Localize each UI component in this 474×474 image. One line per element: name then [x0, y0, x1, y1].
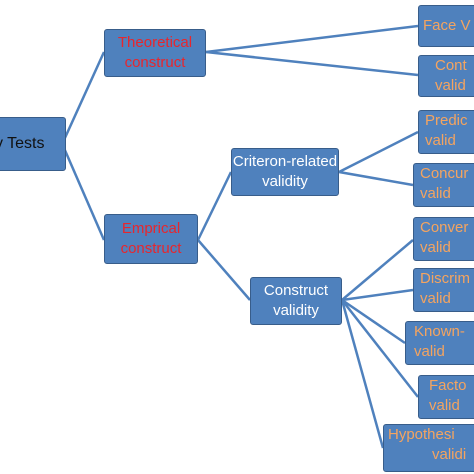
connector-root-emprical [62, 147, 106, 241]
emprical-construct-box: Emprical construct [104, 214, 198, 264]
root-label: y Tests [0, 135, 45, 152]
connector-theoretical-face [205, 24, 419, 54]
leaf-hypothesis-validity-box: Hypothesi validi [383, 424, 474, 472]
leaf-discriminant-validity-box: Discrim valid [413, 268, 474, 312]
connector-construct-known [341, 298, 406, 345]
leaf-content-line1: Cont [435, 57, 467, 74]
leaf-concurrent-line1: Concur [420, 165, 469, 182]
leaf-discriminant-line1: Discrim [420, 270, 470, 287]
connector-construct-convergent [341, 239, 414, 301]
theoretical-line1: Theoretical [117, 34, 193, 51]
emprical-line2: construct [120, 240, 182, 257]
leaf-content-validity-box: Cont valid [418, 55, 474, 97]
leaf-face-line1: Face V [423, 17, 471, 34]
leaf-factorial-line2: valid [429, 397, 460, 414]
connector-theoretical-content [205, 50, 419, 77]
leaf-convergent-line2: valid [420, 239, 451, 256]
construct-validity-box: Construct validity [250, 277, 342, 325]
connector-criterion-concurrent [338, 170, 414, 187]
connector-construct-hypothesis [340, 299, 385, 449]
connector-construct-factorial [341, 299, 419, 398]
leaf-discriminant-line2: valid [420, 290, 451, 307]
connector-emprical-criterion [196, 171, 233, 241]
leaf-convergent-line1: Conver [420, 219, 469, 236]
leaf-hypothesis-line2: validi [432, 446, 467, 463]
root-validity-tests-box: y Tests [0, 117, 66, 171]
leaf-content-line2: valid [435, 77, 466, 94]
leaf-concurrent-validity-box: Concur valid [413, 163, 474, 207]
leaf-face-validity-box: Face V [418, 5, 474, 47]
theoretical-construct-box: Theoretical construct [104, 29, 206, 77]
emprical-line1: Emprical [121, 220, 181, 237]
criterion-line2: validity [262, 173, 308, 190]
connector-emprical-construct [197, 239, 251, 301]
construct-validity-line2: validity [273, 302, 319, 319]
leaf-predictive-validity-box: Predic valid [418, 110, 474, 154]
connector-root-theoretical [62, 51, 106, 141]
leaf-convergent-validity-box: Conver valid [413, 217, 474, 261]
leaf-known-line1: Known- [414, 323, 465, 340]
leaf-predictive-line2: valid [425, 132, 456, 149]
leaf-concurrent-line2: valid [420, 185, 451, 202]
leaf-factorial-line1: Facto [429, 377, 467, 394]
connector-construct-discriminant [341, 288, 414, 302]
leaf-known-groups-validity-box: Known- valid [405, 321, 474, 365]
criterion-related-validity-box: Criteron-related validity [231, 148, 339, 196]
theoretical-line2: construct [124, 54, 186, 71]
leaf-hypothesis-line1: Hypothesi [388, 426, 455, 443]
criterion-line1: Criteron-related [232, 153, 338, 170]
connector-criterion-predictive [338, 130, 419, 174]
construct-validity-line1: Construct [263, 282, 329, 299]
leaf-predictive-line1: Predic [425, 112, 468, 129]
leaf-factorial-validity-box: Facto valid [418, 375, 474, 419]
leaf-known-line2: valid [414, 343, 445, 360]
